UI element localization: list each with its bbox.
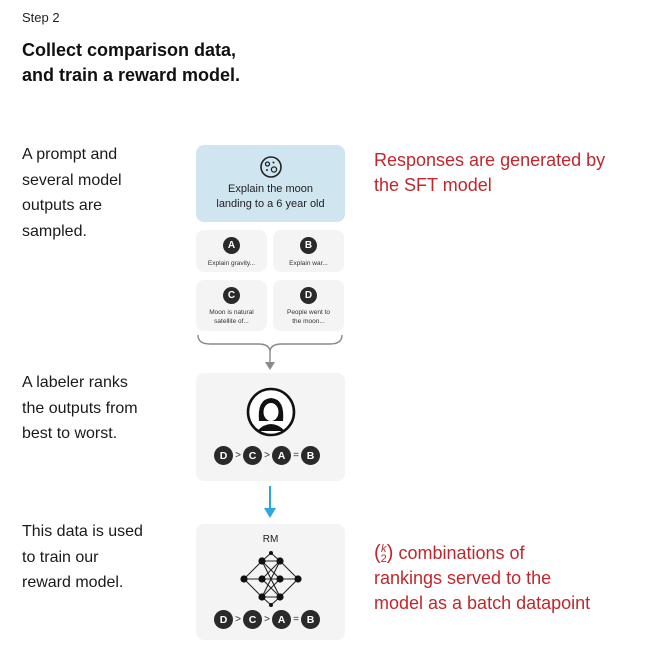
note-combinations: ( k 2 ) combinations of rankings served … (374, 541, 590, 616)
neural-network-icon (240, 551, 302, 607)
blue-arrow (264, 486, 276, 518)
output-line: Explain gravity... (207, 260, 256, 267)
step-label: Step 2 (22, 10, 60, 25)
output-line: Explain war... (289, 260, 328, 267)
note-line: rankings served to the (374, 568, 552, 588)
reward-model-card: RM D > C > A = B (196, 524, 345, 640)
output-text: Moon is natural satellite of... (196, 308, 267, 326)
bracket-arrow (197, 334, 343, 370)
output-card-a: A Explain gravity... (196, 230, 267, 272)
title-line-2: and train a reward model. (22, 65, 241, 85)
labeler-card: D > C > A = B (196, 373, 345, 481)
rank-operator: = (293, 450, 299, 461)
rank-badge: B (301, 446, 320, 465)
desc-line: A labeler ranks (22, 374, 128, 391)
note-sft: Responses are generated by the SFT model (374, 148, 605, 198)
description-training: This data is used to train our reward mo… (22, 519, 143, 596)
output-line: satellite of... (214, 318, 249, 325)
desc-line: sampled. (22, 222, 87, 240)
desc-line: several model (22, 171, 122, 189)
desc-line: A prompt and (22, 146, 118, 163)
title-line-1: Collect comparison data, (22, 40, 237, 60)
prompt-line-1: Explain the moon (228, 183, 313, 195)
prompt-text: Explain the moon landing to a 6 year old (196, 182, 345, 212)
note-line-rest: combinations of (393, 543, 525, 563)
badge-c: C (223, 287, 240, 304)
rm-label: RM (262, 534, 279, 545)
rank-badge: A (272, 446, 291, 465)
output-line: Moon is natural (209, 309, 254, 316)
rank-operator: > (264, 614, 270, 625)
ranking-row: D > C > A = B (214, 610, 320, 629)
rank-operator: = (293, 614, 299, 625)
rank-operator: > (235, 450, 241, 461)
desc-line: the outputs from (22, 399, 138, 417)
moon-icon (260, 156, 282, 178)
rank-badge: C (243, 446, 262, 465)
desc-line: best to worst. (22, 425, 118, 442)
desc-line: outputs are (22, 197, 103, 214)
badge-b: B (300, 237, 317, 254)
output-card-c: C Moon is natural satellite of... (196, 280, 267, 331)
description-ranking: A labeler ranks the outputs from best to… (22, 370, 138, 447)
rank-operator: > (264, 450, 270, 461)
description-sampling: A prompt and several model outputs are s… (22, 142, 122, 244)
rank-badge: B (301, 610, 320, 629)
output-text: Explain gravity... (196, 259, 267, 268)
output-line: the moon... (292, 318, 325, 325)
rank-operator: > (235, 614, 241, 625)
badge-a: A (223, 237, 240, 254)
page-title: Collect comparison data, and train a rew… (22, 38, 240, 88)
badge-d: D (300, 287, 317, 304)
note-line: the SFT model (374, 175, 492, 195)
rank-badge: C (243, 610, 262, 629)
output-card-d: D People went to the moon... (273, 280, 344, 331)
output-text: People went to the moon... (273, 308, 344, 326)
ranking-row: D > C > A = B (214, 446, 320, 465)
binomial-coefficient: ( k 2 ) (374, 542, 394, 565)
rank-badge: D (214, 446, 233, 465)
prompt-line-2: landing to a 6 year old (216, 198, 325, 210)
output-line: People went to (286, 309, 330, 316)
prompt-card: Explain the moon landing to a 6 year old (196, 145, 345, 222)
note-line: model as a batch datapoint (374, 593, 591, 613)
note-line: Responses are generated by (374, 150, 606, 170)
rank-badge: A (272, 610, 291, 629)
output-card-b: B Explain war... (273, 230, 344, 272)
note-line: ( k 2 ) combinations of (374, 541, 590, 566)
output-text: Explain war... (273, 259, 344, 268)
binomial-top: k (380, 542, 387, 555)
person-avatar-icon (246, 387, 296, 437)
binomial-bottom: 2 (380, 552, 387, 565)
rank-badge: D (214, 610, 233, 629)
desc-line: to train our (22, 548, 99, 566)
desc-line: This data is used (22, 523, 143, 540)
desc-line: reward model. (22, 574, 124, 591)
